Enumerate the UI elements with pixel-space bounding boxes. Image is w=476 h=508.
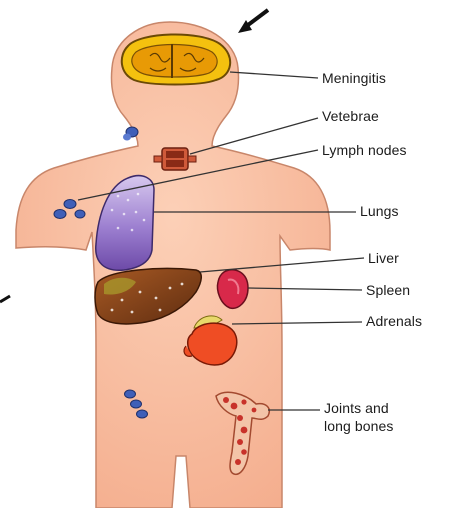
neck-lymph-node-icon [123, 127, 138, 141]
label-adrenals: Adrenals [366, 313, 422, 330]
label-joints-line2: long bones [324, 418, 394, 435]
arrow-left [0, 296, 10, 302]
label-spleen: Spleen [366, 282, 410, 299]
label-vertebrae: Vetebrae [322, 108, 379, 125]
label-meningitis: Meningitis [322, 70, 386, 87]
label-liver: Liver [368, 250, 399, 267]
spleen-icon [218, 270, 249, 309]
label-lungs: Lungs [360, 203, 399, 220]
label-joints-line1: Joints and [324, 400, 389, 417]
label-lymph-nodes: Lymph nodes [322, 142, 407, 159]
